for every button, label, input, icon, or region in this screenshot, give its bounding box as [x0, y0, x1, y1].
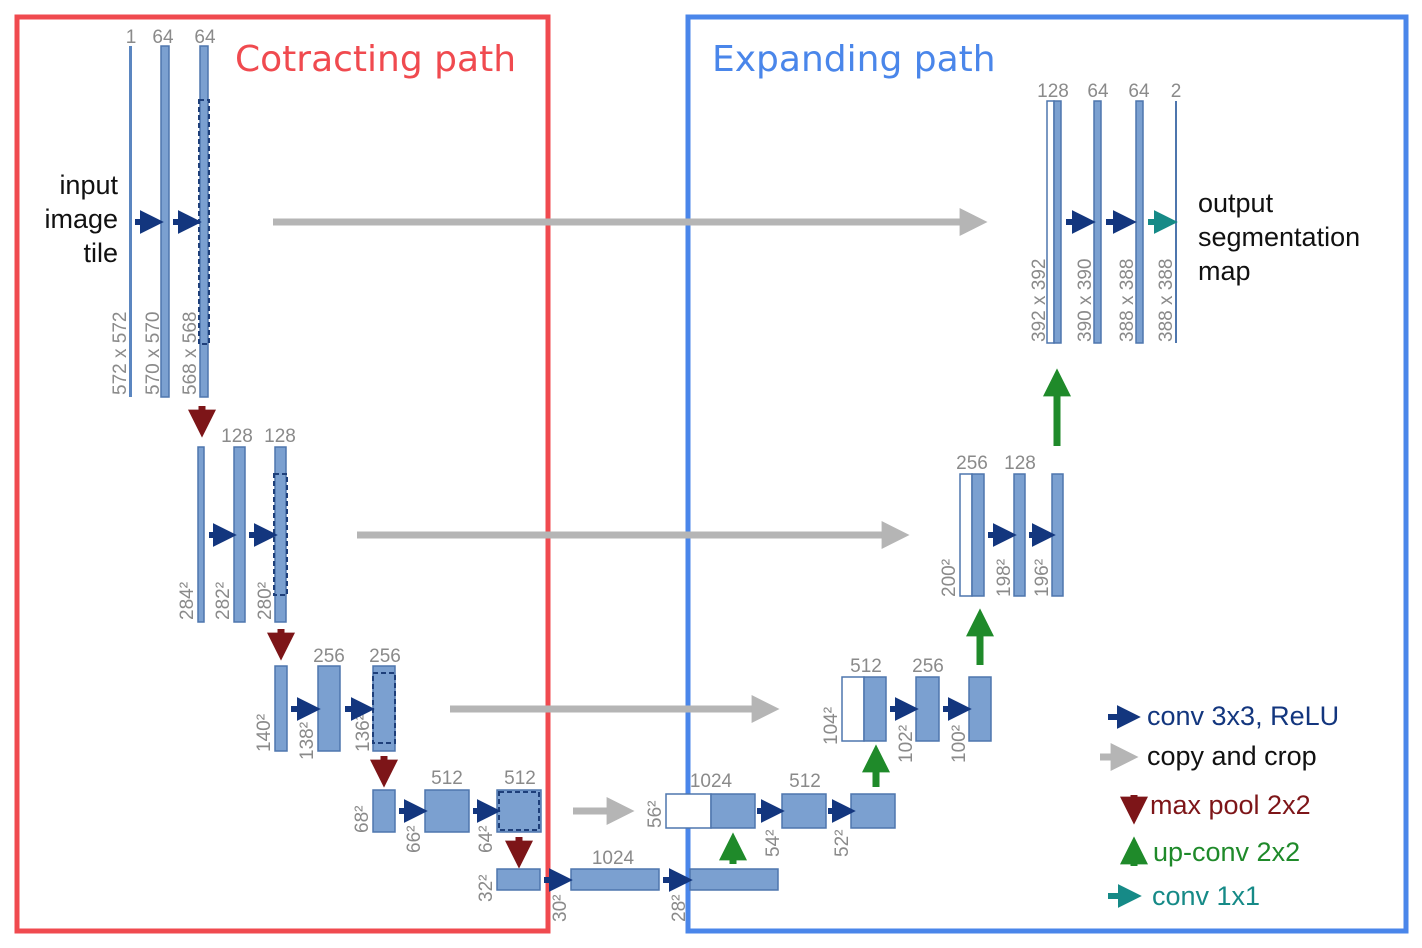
channels-l3-b: 256 — [369, 646, 401, 667]
feature-map-bottleneck-a — [496, 868, 541, 891]
output-label-line-1: output — [1198, 188, 1274, 218]
input-label-line-1: input — [59, 170, 118, 200]
feature-map-u2-c — [1051, 473, 1064, 597]
size-bottleneck-b: 30² — [550, 895, 571, 922]
size-u1-c: 388 x 388 — [1117, 259, 1138, 342]
size-u1-a: 392 x 392 — [1029, 259, 1050, 342]
output-label-line-2: segmentation — [1198, 222, 1360, 252]
feature-map-u4-c — [850, 793, 896, 829]
feature-map-u4-b — [781, 793, 827, 829]
legend-pool-label: max pool 2x2 — [1150, 790, 1311, 820]
channels-l2-a: 128 — [221, 426, 253, 447]
size-u1-b: 390 x 390 — [1075, 259, 1096, 342]
size-l4-c: 64² — [476, 826, 497, 853]
input-label-line-2: image — [44, 204, 118, 234]
legend: conv 3x3, ReLU copy and crop max pool 2x… — [1100, 701, 1339, 911]
size-u3-b: 102² — [896, 725, 917, 763]
size-u1-d: 388 x 388 — [1156, 259, 1177, 342]
channels-u1-d: 2 — [1171, 81, 1182, 102]
feature-map-l4-c — [496, 789, 542, 833]
copied-map-u3 — [841, 676, 865, 742]
copied-map-u4 — [665, 793, 712, 829]
size-l2-c: 280² — [255, 582, 276, 620]
output-label-line-3: map — [1198, 256, 1251, 286]
size-u3-c: 100² — [949, 725, 970, 763]
size-l3-a: 140² — [254, 714, 275, 752]
contracting-path-frame — [14, 14, 551, 934]
size-l4-b: 66² — [404, 826, 425, 853]
feature-map-l4-a — [372, 789, 396, 833]
size-u2-c: 196² — [1032, 559, 1053, 597]
channels-u4-b: 512 — [789, 771, 821, 792]
channels-u1-c: 64 — [1128, 81, 1150, 102]
channels-l1-b: 64 — [194, 27, 216, 48]
legend-upconv-label: up-conv 2x2 — [1153, 837, 1300, 867]
legend-conv-label: conv 3x3, ReLU — [1147, 701, 1339, 731]
size-l1-b: 570 x 570 — [143, 312, 164, 395]
feature-map-u3-c — [968, 676, 992, 742]
feature-map-l4-b — [424, 789, 470, 833]
size-u3-a: 104² — [821, 707, 842, 745]
size-l3-c: 136² — [353, 714, 374, 752]
channels-bottleneck: 1024 — [592, 848, 635, 869]
size-l3-b: 138² — [297, 722, 318, 760]
feature-map-bottleneck-c — [689, 868, 779, 891]
channels-l4-a: 512 — [431, 768, 463, 789]
feature-map-u4-a — [710, 793, 756, 829]
size-l2-a: 284² — [177, 582, 198, 620]
channels-u2-b: 128 — [1004, 453, 1036, 474]
size-l1-c: 568 x 568 — [180, 312, 201, 395]
channels-l3-a: 256 — [313, 646, 345, 667]
size-bottleneck-c: 28² — [669, 895, 690, 922]
feature-map-l3-b — [317, 665, 341, 752]
feature-map-l1-input — [129, 46, 132, 397]
feature-map-l2-a — [197, 446, 205, 623]
feature-map-l3-c — [372, 665, 396, 752]
size-u4-a: 56² — [645, 801, 666, 828]
expanding-path-title: Expanding path — [712, 39, 996, 80]
size-bottleneck-a: 32² — [476, 875, 497, 902]
feature-map-u3-b — [915, 676, 940, 742]
channels-u2-a: 256 — [956, 453, 988, 474]
channels-l2-b: 128 — [264, 426, 296, 447]
legend-conv1x1-label: conv 1x1 — [1152, 881, 1260, 911]
feature-map-u2-b — [1013, 473, 1026, 597]
size-l4-a: 68² — [352, 806, 373, 833]
channels-u3-a: 512 — [850, 656, 882, 677]
contracting-path-title: Cotracting path — [235, 39, 516, 80]
size-u4-c: 52² — [832, 830, 853, 857]
size-u2-a: 200² — [939, 559, 960, 597]
channels-u4-a: 1024 — [690, 771, 733, 792]
feature-map-l3-a — [274, 665, 288, 752]
expanding-path-frame — [685, 14, 1409, 934]
input-label-line-3: tile — [83, 238, 118, 268]
feature-map-u2-a — [971, 473, 985, 597]
size-u4-b: 54² — [763, 830, 784, 857]
feature-map-bottleneck-b — [570, 868, 660, 891]
channels-l1-in: 1 — [126, 27, 137, 48]
channels-l1-a: 64 — [152, 27, 174, 48]
size-l2-b: 282² — [213, 582, 234, 620]
size-u2-b: 198² — [994, 559, 1015, 597]
feature-map-u3-a — [863, 676, 887, 742]
feature-map-u1-a — [1053, 100, 1062, 344]
feature-map-l2-b — [233, 446, 246, 623]
copied-map-u2 — [959, 473, 973, 597]
legend-copy-label: copy and crop — [1147, 741, 1317, 771]
channels-u1-b: 64 — [1087, 81, 1109, 102]
channels-u3-b: 256 — [912, 656, 944, 677]
channels-l4-b: 512 — [504, 768, 536, 789]
crop-region-l2 — [273, 473, 288, 596]
size-l1-a: 572 x 572 — [110, 312, 131, 395]
channels-u1-a: 128 — [1037, 81, 1069, 102]
